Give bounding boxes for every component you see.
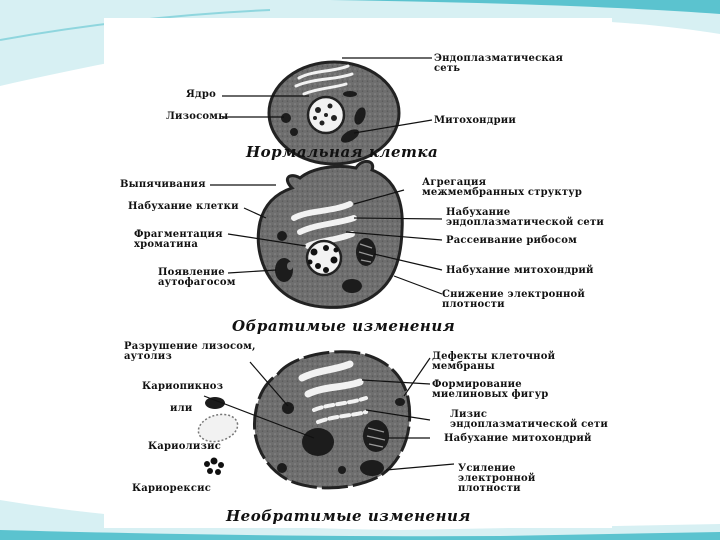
label-mito-swelling-irreversible: Набухание митохондрий xyxy=(444,433,592,444)
label-autophagosome: Появление аутофагосом xyxy=(158,267,236,288)
normal-cell xyxy=(222,57,433,166)
reversible-autophagosome xyxy=(275,258,293,282)
irreversible-cell xyxy=(197,350,455,490)
normal-lysosome xyxy=(290,128,298,136)
reversible-cell-membrane xyxy=(256,160,404,309)
irreversible-mito-cristae xyxy=(366,427,386,448)
label-lysosomes: Лизосомы xyxy=(166,111,229,122)
karyolysis-nucleus xyxy=(197,413,239,443)
label-blebbing: Выпячивания xyxy=(120,179,206,190)
reversible-mitochondrion xyxy=(356,238,376,266)
label-myelin-figures: Формирование миелиновых фигур xyxy=(432,379,549,400)
label-er: Эндоплазматическая сеть xyxy=(434,53,564,74)
label-nucleus: Ядро xyxy=(186,89,216,100)
label-membrane-defects: Дефекты клеточной мембраны xyxy=(432,351,556,372)
karyopyknosis-nucleus xyxy=(205,397,225,409)
top-wave-teal xyxy=(330,0,720,14)
reversible-cell xyxy=(210,160,443,309)
irreversible-myelin-figures xyxy=(298,360,364,398)
label-aggregation: Агрегация межмембранных структур xyxy=(422,177,583,198)
label-cell-swelling: Набухание клетки xyxy=(128,201,239,212)
label-er-swelling: Набухание эндоплазматической сети xyxy=(446,207,604,228)
reversible-mitochondrion xyxy=(342,279,362,293)
irreversible-er-lysis xyxy=(312,396,368,424)
normal-leader-lines xyxy=(222,57,433,134)
irreversible-pyknotic-nucleus xyxy=(302,428,334,456)
bottom-wave-teal xyxy=(0,530,720,540)
label-karyolysis: Кариолизис xyxy=(148,441,222,452)
label-lysosome-rupture: Разрушение лизосом, аутолиз xyxy=(124,341,256,362)
irreversible-dark-granule xyxy=(277,463,287,473)
label-er-lysis: Лизис эндоплазматической сети xyxy=(450,409,608,430)
normal-chromatin xyxy=(313,103,337,126)
reversible-leader-lines xyxy=(210,184,443,295)
normal-lysosome xyxy=(281,113,291,123)
title-irreversible-changes: Необратимые изменения xyxy=(226,507,471,525)
normal-er-stack xyxy=(294,64,354,96)
label-karyopyknosis: Кариопикноз xyxy=(142,381,224,392)
reversible-mito-cristae xyxy=(358,243,374,263)
reversible-dark-granule xyxy=(277,231,287,241)
reversible-chromatin-fragments xyxy=(307,245,339,273)
label-density-increase: Усиление электронной плотности xyxy=(458,463,536,494)
irreversible-mitochondrion xyxy=(363,420,389,452)
irreversible-dark-granule xyxy=(338,466,346,474)
label-ribosome-dispersal: Рассеивание рибосом xyxy=(446,235,577,246)
normal-ribosome-cluster xyxy=(343,91,357,97)
irreversible-lysosome-remnant xyxy=(282,402,294,414)
diagram-panel: Эндоплазматическая сеть Ядро Лизосомы Ми… xyxy=(104,18,612,528)
label-density-decrease: Снижение электронной плотности xyxy=(442,289,586,310)
irreversible-leader-lines xyxy=(203,357,455,471)
label-karyorrhexis: Кариорексис xyxy=(132,483,212,494)
label-chromatin-fragmentation: Фрагментация хроматина xyxy=(134,229,223,250)
irreversible-mitochondrion xyxy=(360,460,384,476)
cell-illustrations xyxy=(197,57,455,490)
karyorrhexis-nucleus xyxy=(204,457,224,475)
label-or: или xyxy=(170,403,193,414)
normal-mitochondrion xyxy=(354,107,366,125)
reversible-autophagosome-core xyxy=(287,262,293,270)
title-reversible-changes: Обратимые изменения xyxy=(232,317,456,335)
irreversible-membrane-defect xyxy=(395,398,405,406)
title-normal-cell: Нормальная клетка xyxy=(246,143,439,161)
label-mito-swelling-reversible: Набухание митохондрий xyxy=(446,265,594,276)
bottom-wave-light xyxy=(0,500,720,540)
label-mitochondria: Митохондрии xyxy=(434,115,516,126)
